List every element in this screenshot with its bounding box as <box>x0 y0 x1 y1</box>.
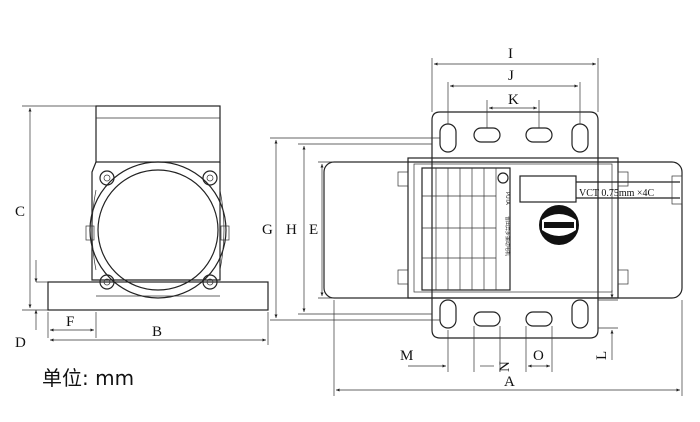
label-o: O <box>533 348 544 364</box>
slot-bottom-4 <box>571 299 589 329</box>
slot-top-1 <box>439 123 457 153</box>
mounting-foot <box>431 111 599 339</box>
front-flange <box>91 161 221 281</box>
label-b: B <box>152 324 162 340</box>
label-e: E <box>309 222 318 238</box>
nameplate-logo-icon <box>497 172 509 184</box>
cable-label: VCT 0.75mm ×4C <box>579 188 655 199</box>
slot-top-3 <box>525 127 553 143</box>
bolt-top-right <box>202 170 218 186</box>
front-dimensions: C D F B <box>15 105 269 351</box>
motor-body <box>407 157 619 299</box>
front-top-block <box>95 105 221 163</box>
slot-top-2 <box>473 127 501 143</box>
nameplate-brand: PUTA <box>504 192 510 205</box>
motor-housing-inner <box>97 169 219 291</box>
slot-bottom-3 <box>525 311 553 327</box>
label-i: I <box>508 46 513 62</box>
front-base <box>47 281 269 311</box>
terminal-box <box>519 175 577 203</box>
label-c: C <box>15 204 25 220</box>
label-f: F <box>66 314 74 330</box>
label-j: J <box>508 68 514 84</box>
label-l: L <box>594 351 610 360</box>
label-d: D <box>15 335 26 351</box>
motor-housing-outer <box>89 161 227 299</box>
top-dimensions: I J K G H E A M <box>262 46 683 396</box>
puta-logo-emblem <box>539 205 579 245</box>
label-k: K <box>508 92 519 108</box>
slot-bottom-1 <box>439 299 457 329</box>
nameplate-title: 普田异步振动电机 <box>504 216 511 256</box>
label-h: H <box>286 222 297 238</box>
label-m: M <box>400 348 413 364</box>
label-g: G <box>262 222 273 238</box>
nameplate: PUTA 普田异步振动电机 <box>421 167 511 291</box>
units-label: 单位: mm <box>42 366 135 390</box>
label-n: N <box>497 361 513 372</box>
bolt-top-left <box>99 170 115 186</box>
front-view <box>47 105 269 311</box>
slot-bottom-2 <box>473 311 501 327</box>
label-a: A <box>504 374 515 390</box>
slot-top-4 <box>571 123 589 153</box>
top-view: PUTA 普田异步振动电机 VCT 0.75mm ×4C <box>323 111 683 339</box>
